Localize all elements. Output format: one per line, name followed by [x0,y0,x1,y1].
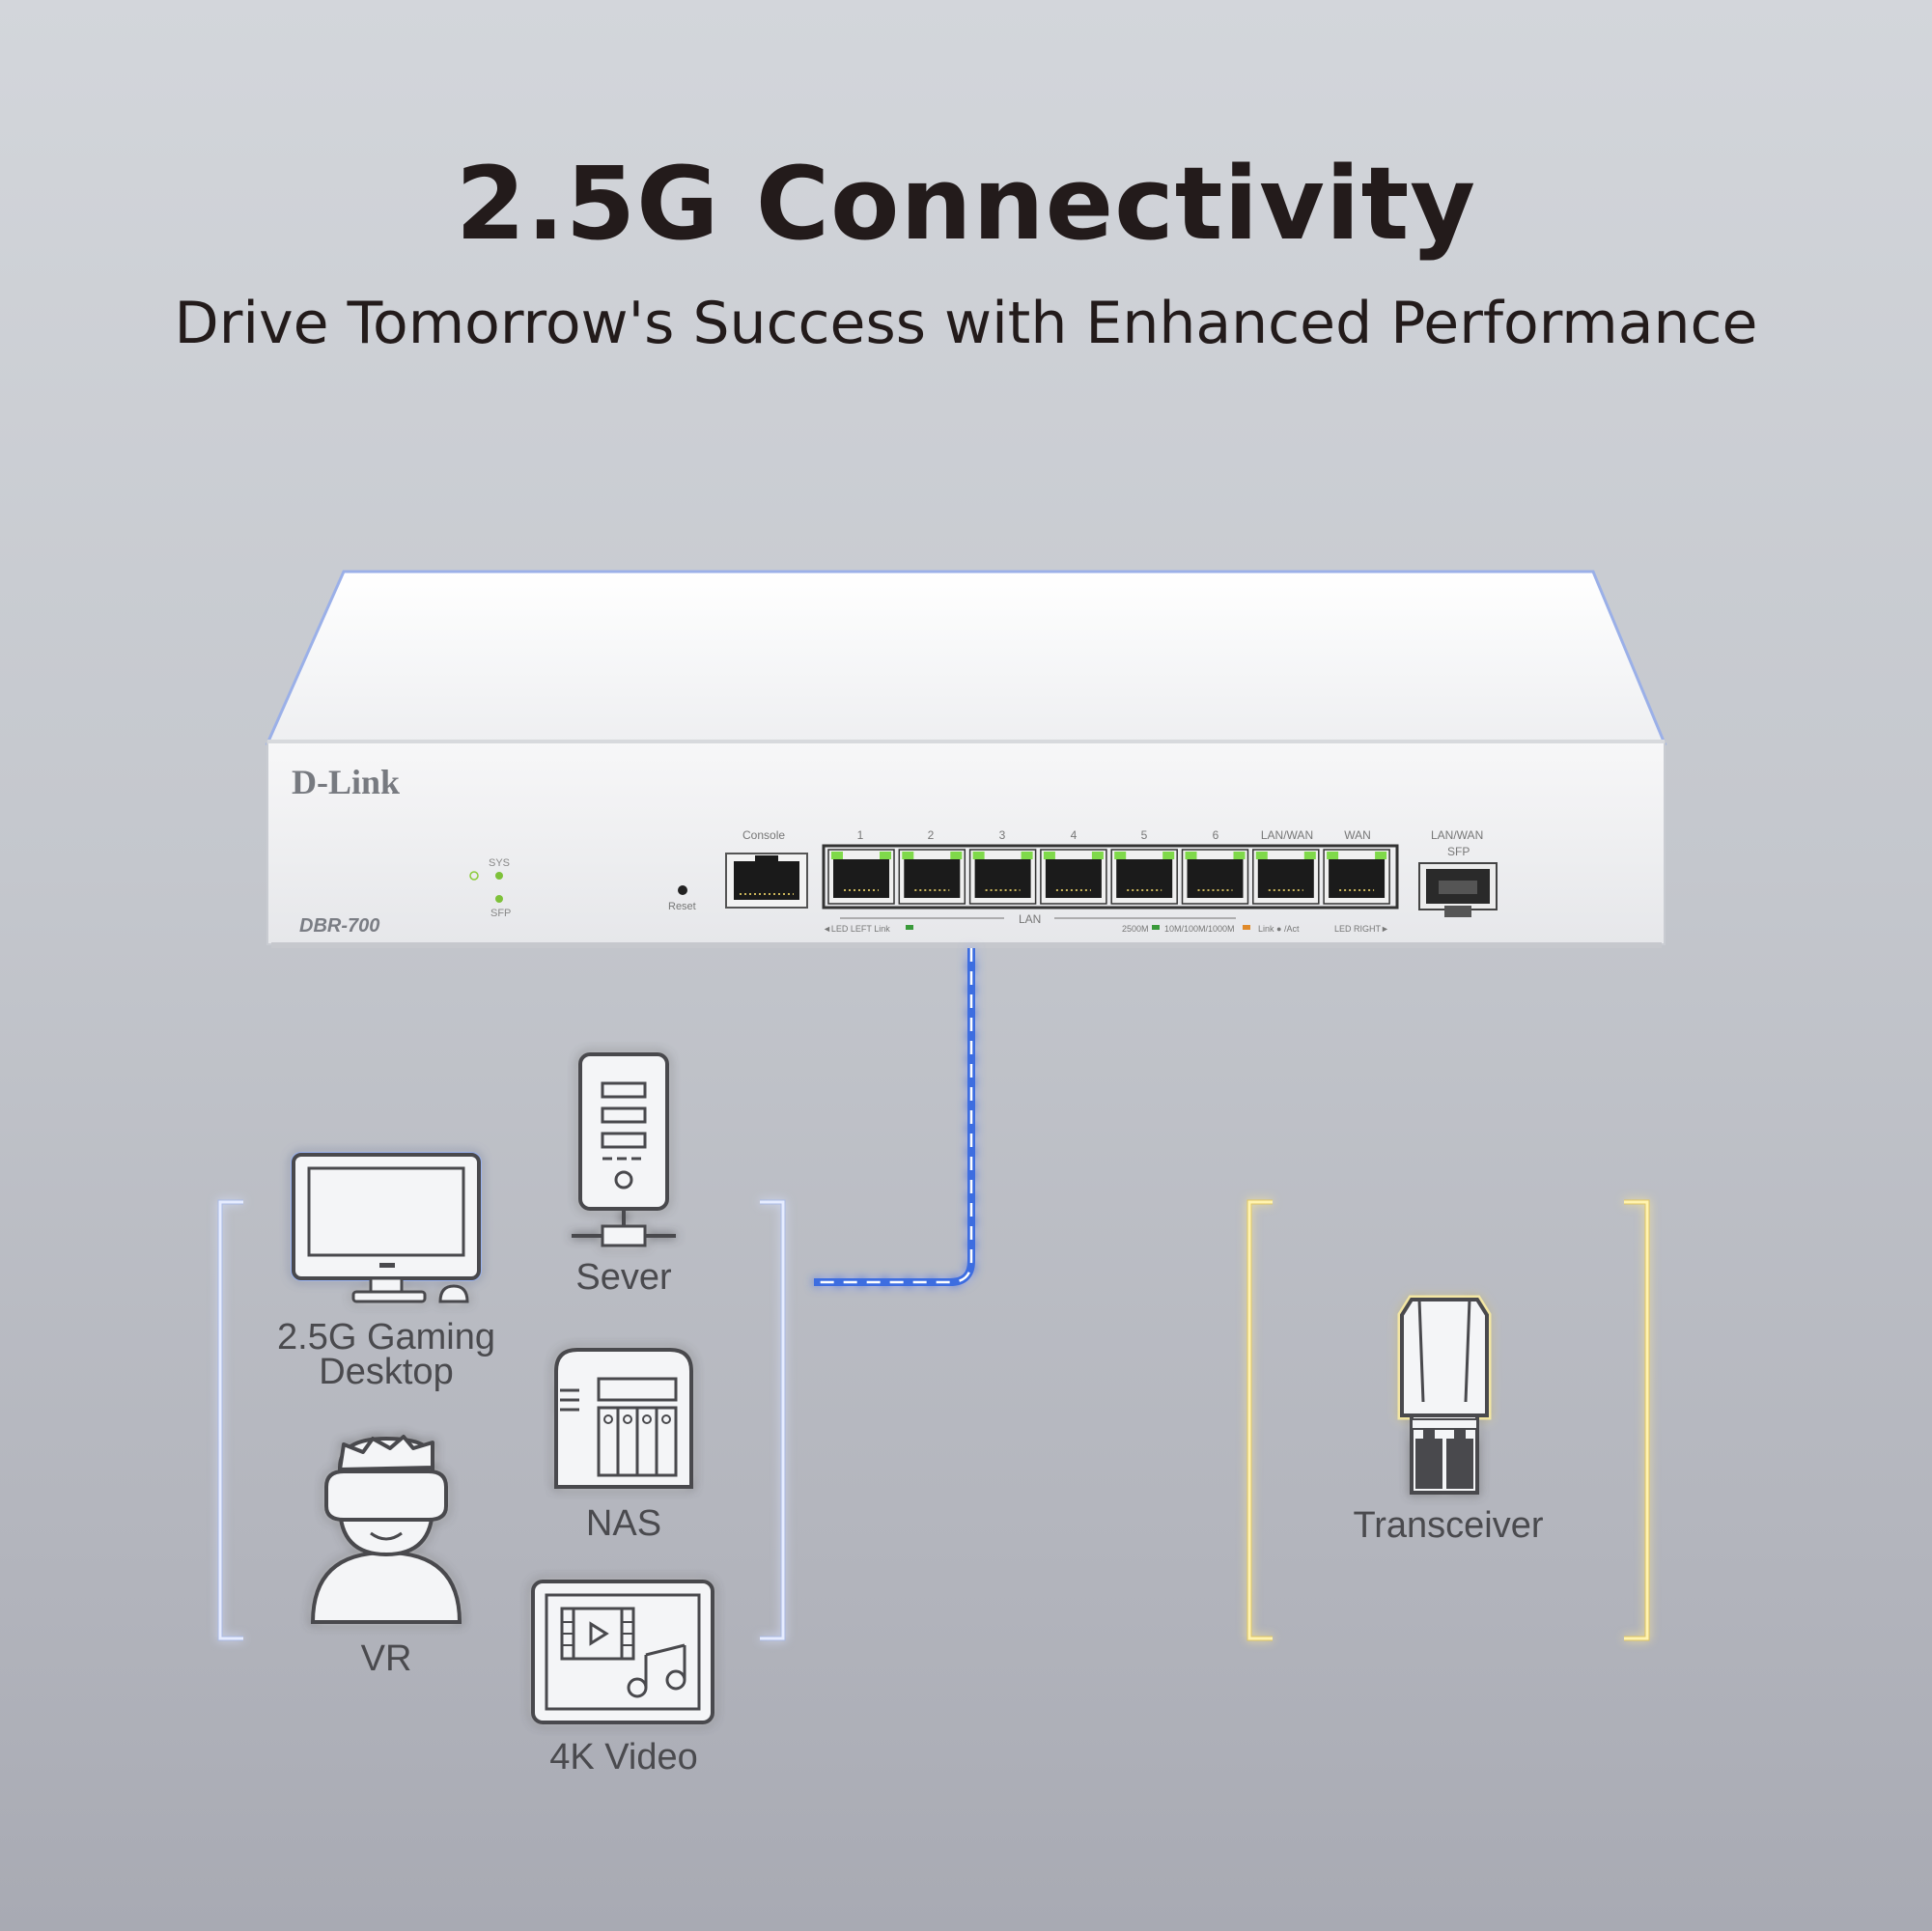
ethernet-cable [814,948,975,1286]
desktop-monitor-icon [291,1152,482,1303]
led-sys [495,872,503,880]
lan-label: LAN [1019,912,1041,926]
port-led [902,852,914,859]
vr-label: VR [360,1638,412,1679]
ethernet-port-7[interactable] [1252,849,1320,905]
port-led [1327,852,1339,859]
ethernet-port-6[interactable] [1181,849,1249,905]
legend-speed-other: 10M/100M/1000M [1164,924,1235,934]
vr-headset-icon [310,1435,462,1624]
router-device: D-Link DBR-700 SYS SFP Reset Console 1 2 3… [265,570,1667,948]
port-led [1091,852,1104,859]
page-subtitle: Drive Tomorrow's Success with Enhanced P… [174,290,1758,357]
port-led [1255,852,1268,859]
power-icon [469,871,479,881]
led-sys-label: SYS [489,857,510,869]
port-led [1043,852,1055,859]
port-led [972,852,985,859]
desktop-label-line1: 2.5G Gaming [277,1317,495,1357]
page-title: 2.5G Connectivity [455,145,1477,263]
desktop-label-line2: Desktop [319,1352,454,1392]
legend-left: ◄LED LEFT Link [823,924,890,934]
server-label: Sever [575,1257,672,1298]
port-led [1162,852,1175,859]
server-icon [572,1052,676,1247]
console-port[interactable] [725,853,808,909]
desktop-label: 2.5G Gaming Desktop [261,1317,512,1392]
sfp-port[interactable] [1418,862,1498,917]
port-label-6: 6 [1213,828,1219,842]
legend-speed-2500: 2500M [1122,924,1149,934]
port-label-4: 4 [1071,828,1078,842]
port-led [950,852,963,859]
router-brand-logo: D-Link [292,763,400,801]
led-sfp-label: SFP [490,908,511,919]
lan-devices-bracket [217,1199,786,1641]
ethernet-port-3[interactable] [968,849,1037,905]
ethernet-port-4[interactable] [1040,849,1107,905]
sfp-port-label-1: LAN/WAN [1431,828,1483,842]
legend-link-act: Link ● /Act [1258,924,1300,934]
music-note-icon [627,1643,686,1698]
console-label: Console [742,828,785,842]
reset-button[interactable] [678,885,687,895]
ethernet-ports: 1 2 3 4 5 6 LAN/WAN WAN [827,828,1390,905]
port-label-2: 2 [928,828,935,842]
video-label: 4K Video [549,1737,698,1777]
nas-icon [554,1348,693,1489]
port-led [1021,852,1033,859]
transceiver-label: Transceiver [1353,1505,1544,1546]
port-led [1185,852,1197,859]
sfp-devices-bracket [1246,1199,1650,1641]
port-led [1303,852,1316,859]
video-tablet-icon [531,1580,714,1724]
reset-label: Reset [668,901,696,912]
ethernet-port-8[interactable] [1323,849,1390,905]
port-label-5: 5 [1141,828,1148,842]
port-label-3: 3 [999,828,1006,842]
legend-right: LED RIGHT► [1334,924,1389,934]
led-sfp [495,895,503,903]
film-icon [560,1607,635,1661]
router-model: DBR-700 [299,915,379,937]
port-led [831,852,843,859]
port-label-8: WAN [1344,828,1371,842]
transceiver-icon [1397,1295,1492,1495]
port-led [1375,852,1387,859]
port-label-1: 1 [857,828,864,842]
ethernet-port-1[interactable] [827,849,895,905]
port-led [880,852,891,859]
router-top-face [265,570,1667,745]
ethernet-port-5[interactable] [1110,849,1178,905]
port-led [1114,852,1127,859]
port-led [1233,852,1246,859]
status-leds: SYS SFP [469,857,511,919]
ethernet-port-2[interactable] [898,849,966,905]
sfp-port-label-2: SFP [1447,845,1470,858]
port-label-7: LAN/WAN [1261,828,1313,842]
lan-port-group [822,844,1399,910]
nas-label: NAS [585,1503,662,1544]
